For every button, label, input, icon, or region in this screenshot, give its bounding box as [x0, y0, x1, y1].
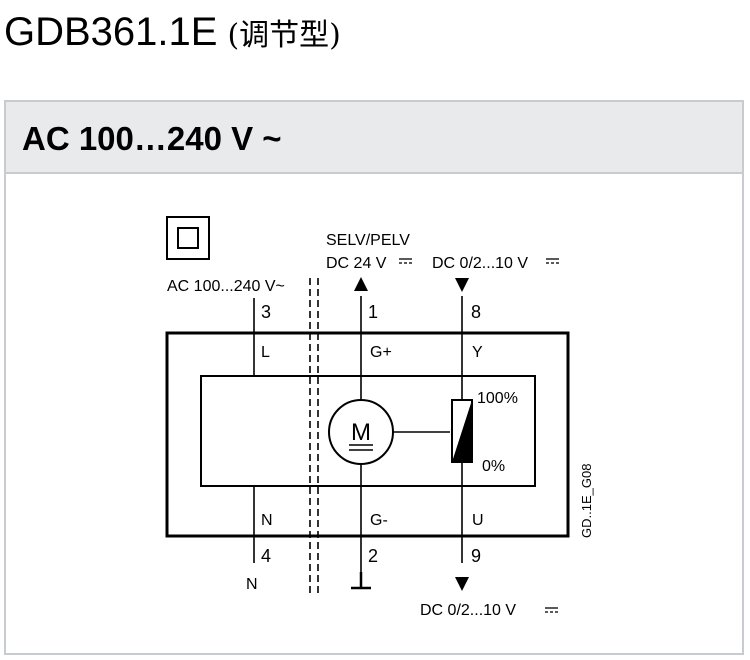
pin-n: N: [261, 512, 273, 529]
terminal-3: 3: [261, 302, 271, 322]
pin-l: L: [261, 344, 270, 361]
pin-g-plus: G+: [370, 344, 392, 361]
drawing-code: GD..1E_G08: [579, 464, 594, 538]
actuator-inner-box: [200, 375, 536, 487]
arrow-down-icon: [455, 278, 469, 292]
selv-label: SELV/PELV: [326, 232, 410, 249]
arrow-down-icon: [455, 577, 469, 591]
arrow-up-icon: [354, 277, 368, 291]
ground-icon: [351, 572, 371, 590]
dc-signal-bottom-label: DC 0/2...10 V: [420, 602, 516, 619]
terminal-9: 9: [471, 546, 481, 566]
motor-icon: M: [328, 399, 394, 465]
page-title: GDB361.1E (调节型): [4, 8, 341, 60]
pin-u: U: [472, 512, 484, 529]
model-type: (调节型): [227, 18, 341, 53]
dc24-label: DC 24 V: [326, 255, 387, 272]
pot-min-label: 0%: [482, 458, 505, 475]
terminal-2: 2: [368, 546, 378, 566]
model-name: GDB361.1E: [4, 10, 218, 54]
motor-label: M: [351, 419, 371, 446]
pin-g-minus: G-: [370, 512, 388, 529]
neutral-label: N: [246, 576, 258, 593]
terminal-1: 1: [368, 302, 378, 322]
terminal-4: 4: [261, 546, 271, 566]
pot-max-label: 100%: [477, 390, 518, 407]
supply-top-label: AC 100...240 V~: [167, 278, 285, 295]
dc-signal-top-label: DC 0/2...10 V: [432, 255, 528, 272]
panel-header: AC 100…240 V ~: [6, 102, 742, 174]
supply-title: AC 100…240 V ~: [22, 120, 282, 157]
double-insulation-icon: [166, 216, 210, 260]
actuator-housing: [165, 331, 570, 538]
pin-y: Y: [472, 344, 483, 361]
dc-symbol: [399, 258, 559, 613]
wiring-panel: AC 100…240 V ~: [4, 100, 744, 655]
terminal-8: 8: [471, 302, 481, 322]
isolation-barrier: [309, 278, 319, 593]
potentiometer-icon: [451, 399, 473, 463]
